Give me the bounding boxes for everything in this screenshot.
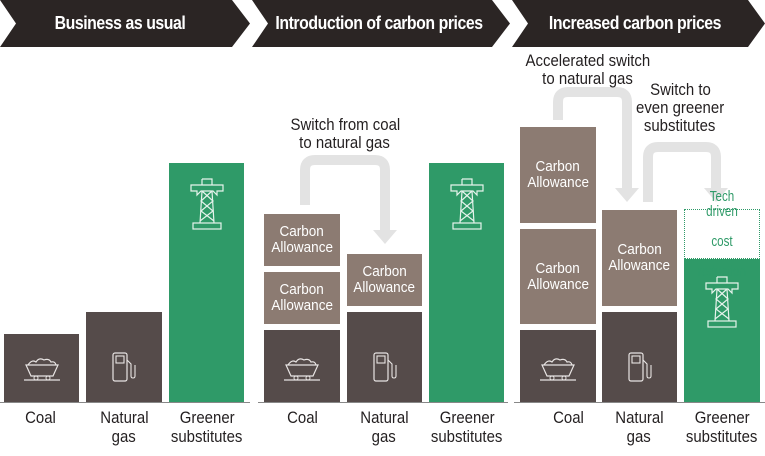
banner-shape xyxy=(512,0,765,47)
banner-shape xyxy=(0,0,250,47)
fuel-pump-icon xyxy=(112,352,136,382)
baseline xyxy=(258,402,508,403)
annotation-switch-greener: Switch to even greener substitutes xyxy=(635,80,725,135)
bar-coal-intro xyxy=(264,330,340,402)
banner-shape xyxy=(252,0,510,47)
label-coal: Coal xyxy=(552,408,584,427)
arrow-head xyxy=(704,188,728,202)
label-coal: Coal xyxy=(286,408,318,427)
annotation-accelerated-switch: Accelerated switch to natural gas xyxy=(525,51,651,88)
banner-label: Business as usual xyxy=(54,13,186,33)
power-pylon-icon xyxy=(705,276,739,328)
banner-label: Increased carbon prices xyxy=(548,13,722,33)
coal-cart-icon xyxy=(540,358,576,381)
baseline xyxy=(514,402,765,403)
banner-increased-carbon-prices: Increased carbon prices xyxy=(512,0,765,47)
banner-business-as-usual: Business as usual xyxy=(0,0,250,47)
fuel-pump-icon xyxy=(628,352,652,382)
bar-coal-increased xyxy=(520,330,596,402)
arrow-coal-to-gas xyxy=(300,155,390,232)
label-coal: Coal xyxy=(24,408,56,427)
coal-cart-icon xyxy=(284,358,320,381)
coal-cart-icon xyxy=(24,358,60,381)
fuel-pump-icon xyxy=(373,352,397,382)
bar-coal-bau xyxy=(4,334,79,402)
arrow-head xyxy=(373,230,397,244)
bar-green-bau xyxy=(169,163,244,402)
arrow-head xyxy=(615,188,639,202)
annotation-switch-coal-to-gas: Switch from coal to natural gas xyxy=(290,115,400,152)
arrow-accelerated-switch xyxy=(553,87,632,190)
banner-introduction-carbon-prices: Introduction of carbon prices xyxy=(252,0,512,47)
banner-label: Introduction of carbon prices xyxy=(275,13,483,33)
baseline xyxy=(0,402,250,403)
power-pylon-icon xyxy=(450,178,484,230)
bar-green-intro xyxy=(429,163,504,402)
arrow-greener-switch xyxy=(643,142,721,202)
power-pylon-icon xyxy=(190,178,224,230)
